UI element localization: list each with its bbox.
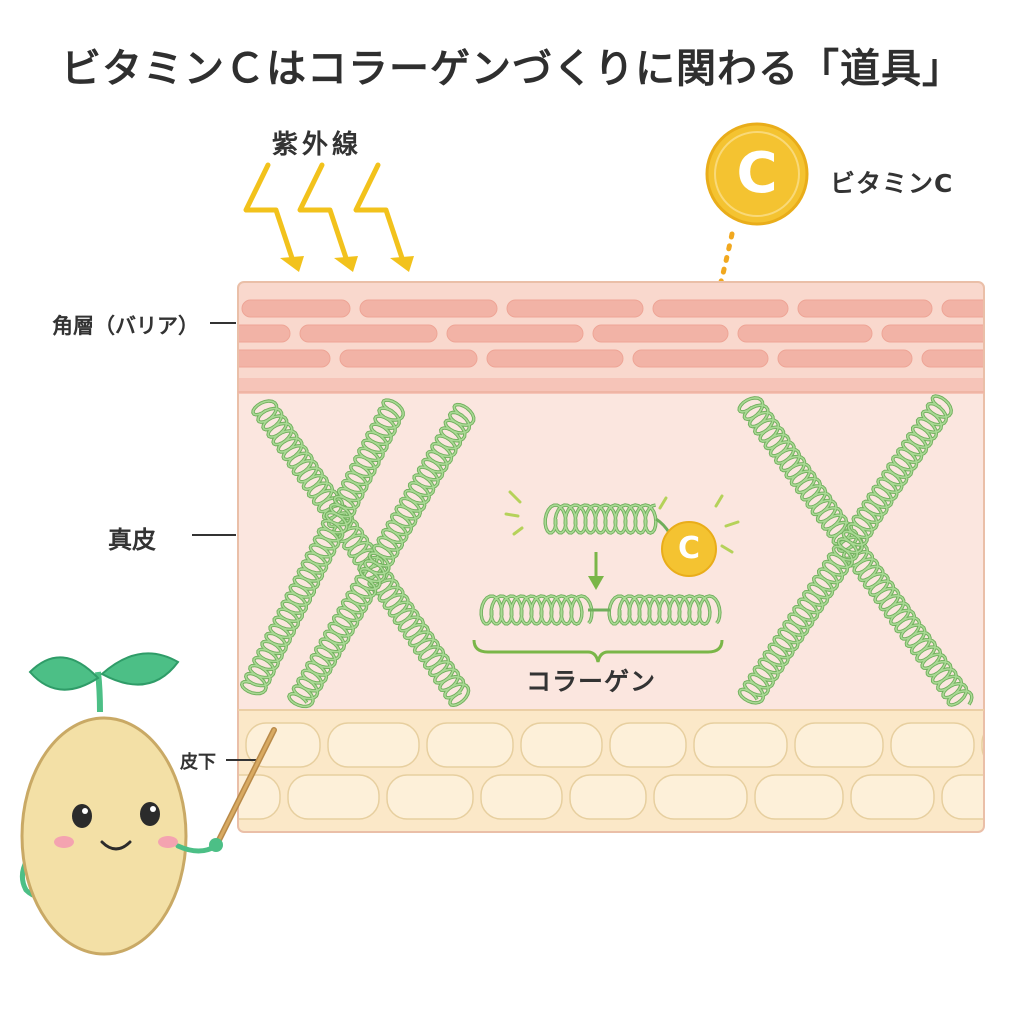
- lightning-arrow-icon: [280, 256, 304, 272]
- sparkle-lines: [504, 490, 740, 554]
- fat-cell: [327, 722, 420, 768]
- collagen-fibers: [240, 394, 974, 709]
- lightning-arrow-icon: [297, 162, 349, 261]
- collagen-fiber: [737, 396, 974, 707]
- fat-cell: [890, 722, 975, 768]
- corneum-cell: [446, 324, 584, 343]
- fat-cell: [520, 722, 603, 768]
- collagen-fiber-complete: [607, 594, 722, 626]
- fat-cell: [480, 774, 563, 820]
- uv-label: 紫外線: [272, 130, 363, 160]
- dermis-label: 真皮: [108, 526, 156, 554]
- corneum-cell: [241, 299, 351, 318]
- fat-cell: [693, 722, 788, 768]
- collagen-fiber: [251, 399, 471, 708]
- fat-cell: [754, 774, 844, 820]
- collagen-fiber-complete: [479, 594, 594, 626]
- stratum-corneum-label: 角層（バリア）: [52, 314, 199, 338]
- fat-cell: [850, 774, 935, 820]
- fat-cell: [653, 774, 748, 820]
- fat-cell: [569, 774, 647, 820]
- fat-cell: [386, 774, 474, 820]
- vitamin-c-small-badge-icon: [661, 521, 717, 577]
- subcutis-label: 皮下: [180, 752, 216, 773]
- vitamin-c-label: ビタミンC: [830, 169, 954, 198]
- collagen-fiber: [287, 402, 476, 709]
- collagen-brace: [472, 639, 724, 663]
- skin-cross-section: [238, 282, 984, 832]
- corneum-cell: [592, 324, 729, 343]
- lightning-arrow-icon: [353, 162, 405, 261]
- corneum-cell: [777, 349, 913, 368]
- corneum-cell: [797, 299, 933, 318]
- corneum-cell: [359, 299, 498, 318]
- lightning-arrow-icon: [334, 256, 358, 272]
- corneum-cell: [299, 324, 438, 343]
- label-leader-lines: [192, 322, 258, 761]
- collagen-fiber: [737, 394, 953, 705]
- fat-cell: [981, 722, 984, 768]
- corneum-cell: [339, 349, 478, 368]
- lightning-arrow-icon: [390, 256, 414, 272]
- corneum-cell: [506, 299, 644, 318]
- fat-cell: [794, 722, 884, 768]
- corneum-cell: [652, 299, 789, 318]
- collagen-label: コラーゲン: [526, 667, 657, 696]
- collagen-formation: [479, 503, 722, 626]
- corneum-cell: [486, 349, 624, 368]
- vitamin-c-small-symbol: C: [677, 531, 701, 566]
- corneum-cell: [238, 324, 291, 343]
- corneum-cell: [238, 349, 331, 368]
- corneum-cell: [881, 324, 984, 343]
- fat-cells: [238, 722, 984, 820]
- corneum-cell: [921, 349, 984, 368]
- collagen-fiber: [240, 398, 405, 696]
- fat-cell: [426, 722, 514, 768]
- corneum-cell: [632, 349, 769, 368]
- corneum-cell: [941, 299, 984, 318]
- fat-cell: [609, 722, 687, 768]
- corneum-cell: [737, 324, 873, 343]
- sprout-mascot-icon: [20, 652, 277, 956]
- vitamin-c-badge-icon: [705, 122, 809, 226]
- lightning-arrow-icon: [243, 162, 295, 261]
- collagen-fiber-forming: [543, 503, 658, 535]
- fat-cell: [941, 774, 984, 820]
- vitamin-c-symbol: C: [736, 141, 778, 206]
- uv-rays: [243, 162, 414, 272]
- fat-cell: [245, 722, 321, 768]
- diagram-title: ビタミンＣはコラーゲンづくりに関わる「道具」: [61, 46, 963, 92]
- corneum-cells: [238, 299, 984, 368]
- fat-cell: [287, 774, 380, 820]
